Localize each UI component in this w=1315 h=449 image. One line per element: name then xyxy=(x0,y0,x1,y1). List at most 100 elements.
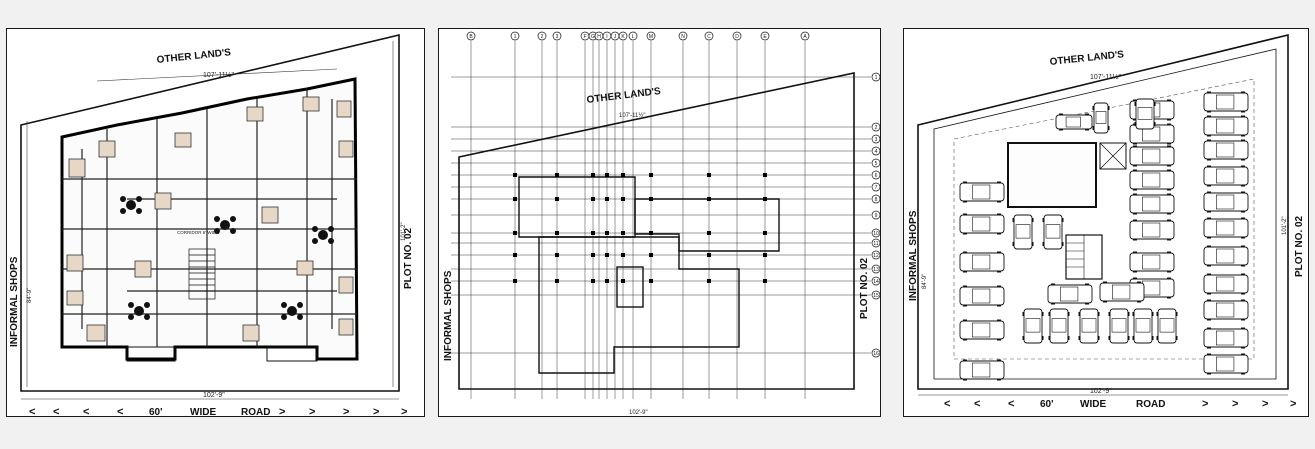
column xyxy=(649,197,653,201)
column xyxy=(555,231,559,235)
structural-grid-drawing: OTHER LAND'S 107'-11½" INFORMAL SHOPS PL… xyxy=(443,31,881,416)
grid-bubble-right: 1 xyxy=(871,72,881,82)
svg-text:11: 11 xyxy=(873,241,878,247)
column xyxy=(763,231,767,235)
parked-car xyxy=(1092,102,1110,134)
parked-car xyxy=(959,213,1005,235)
svg-text:1: 1 xyxy=(514,34,517,40)
svg-text:>: > xyxy=(343,406,349,418)
grid-bubble-top: K xyxy=(618,31,628,41)
plot-no-label: PLOT NO. 02 xyxy=(403,227,414,289)
top-dimension: 107'-11½" xyxy=(203,71,234,79)
svg-text:>: > xyxy=(1262,398,1268,410)
left-dimension: 84'-9" xyxy=(922,274,928,289)
column xyxy=(605,231,609,235)
svg-text:7: 7 xyxy=(875,185,878,191)
svg-text:9: 9 xyxy=(875,213,878,219)
informal-shops-label: INFORMAL SHOPS xyxy=(908,210,919,301)
svg-text:<: < xyxy=(117,406,123,418)
grid-bubble-top: C xyxy=(704,31,714,41)
column xyxy=(649,279,653,283)
column xyxy=(605,279,609,283)
parked-car xyxy=(1022,308,1044,344)
grid-bubble-top: B xyxy=(466,31,476,41)
svg-text:K: K xyxy=(621,34,625,40)
grid-bubble-right: 10 xyxy=(871,228,881,238)
column xyxy=(513,253,517,257)
grid-bubble-top: N xyxy=(678,31,688,41)
grid-bubble-top: I xyxy=(602,31,612,41)
other-lands-label: OTHER LAND'S xyxy=(586,86,662,106)
column xyxy=(513,173,517,177)
column xyxy=(649,231,653,235)
grid-bubble-right: 13 xyxy=(871,264,881,274)
column xyxy=(591,231,595,235)
svg-text:3: 3 xyxy=(556,34,559,40)
bottom-dimension: 102'-9" xyxy=(203,392,225,399)
svg-text:A: A xyxy=(803,34,807,40)
informal-shops-label: INFORMAL SHOPS xyxy=(443,270,454,361)
grid-bubble-top: E xyxy=(760,31,770,41)
svg-text:C: C xyxy=(707,34,711,40)
parked-car xyxy=(1047,283,1093,305)
column xyxy=(621,197,625,201)
grid-bubble-top: H xyxy=(594,31,604,41)
parked-car xyxy=(1203,165,1249,187)
structural-grid-panel: OTHER LAND'S 107'-11½" INFORMAL SHOPS PL… xyxy=(438,28,881,417)
parked-car xyxy=(1203,91,1249,113)
svg-text:15: 15 xyxy=(873,293,879,299)
svg-text:<: < xyxy=(974,398,980,410)
grid-bubble-top: A xyxy=(800,31,810,41)
parked-car xyxy=(1078,308,1100,344)
parked-car xyxy=(1203,115,1249,137)
grid-bubble-right: 9 xyxy=(871,210,881,220)
svg-text:13: 13 xyxy=(873,267,879,273)
parked-car xyxy=(959,285,1005,307)
column xyxy=(621,231,625,235)
grid-bubble-right: 6 xyxy=(871,170,881,180)
column xyxy=(763,173,767,177)
parked-car xyxy=(1156,308,1178,344)
grid-bubble-top: 2 xyxy=(537,31,547,41)
parked-car xyxy=(1203,327,1249,349)
svg-text:G: G xyxy=(591,34,595,40)
column xyxy=(591,173,595,177)
parked-car xyxy=(1099,281,1145,303)
column xyxy=(621,173,625,177)
parked-car xyxy=(1129,145,1175,167)
svg-text:L: L xyxy=(632,34,635,40)
column xyxy=(763,253,767,257)
grid-bubble-top: F xyxy=(580,31,590,41)
column xyxy=(621,253,625,257)
bottom-dimension: 102'-9" xyxy=(629,410,648,416)
svg-text:>: > xyxy=(279,406,285,418)
svg-text:<: < xyxy=(944,398,950,410)
svg-text:>: > xyxy=(373,406,379,418)
svg-text:16: 16 xyxy=(873,351,879,357)
parked-car xyxy=(1129,219,1175,241)
svg-text:8: 8 xyxy=(875,197,878,203)
column xyxy=(763,279,767,283)
grid-bubble-top: 3 xyxy=(552,31,562,41)
grid-bubble-right: 12 xyxy=(871,250,881,260)
svg-text:>: > xyxy=(1202,398,1208,410)
svg-text:F: F xyxy=(583,34,586,40)
road-width-label: 60' xyxy=(1040,399,1054,410)
parking-plan-drawing: OTHER LAND'S 107'-11½" INFORMAL SHOPS PL… xyxy=(908,33,1305,410)
parked-car xyxy=(1203,353,1249,375)
grid-bubble-top: D xyxy=(732,31,742,41)
grid-bubble-right: 15 xyxy=(871,290,881,300)
parked-car xyxy=(1132,308,1154,344)
parked-car xyxy=(1055,113,1093,131)
parked-car xyxy=(1012,214,1034,250)
corridor-label: CORRIDOR 6' WIDE xyxy=(177,230,219,235)
grid-bubble-right: 2 xyxy=(871,122,881,132)
column xyxy=(605,197,609,201)
svg-text:3: 3 xyxy=(875,137,878,143)
plot-boundary xyxy=(917,33,1289,390)
parked-car xyxy=(1042,214,1064,250)
parked-car xyxy=(959,359,1005,381)
svg-text:6: 6 xyxy=(875,173,878,179)
staircase xyxy=(188,248,216,300)
grid-bubble-right: 7 xyxy=(871,182,881,192)
